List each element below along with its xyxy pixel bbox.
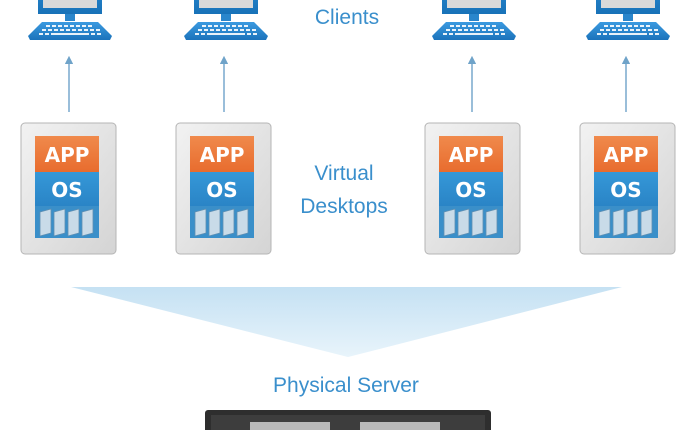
app-layer-label: APP [604,143,649,167]
file-stack-icon [438,205,504,239]
physical-server-icon [205,410,491,430]
file-stack-icon [593,205,659,239]
physical-server-label: Physical Server [273,374,419,397]
client-computer-icon [184,0,268,40]
client-computer-icon [28,0,112,40]
os-layer-label: OS [51,178,82,202]
virtual-desktops-label-line2: Desktops [300,195,388,218]
app-layer-label: APP [45,143,90,167]
virtualization-funnel [71,287,622,357]
clients-label: Clients [315,6,379,29]
os-layer-label: OS [455,178,486,202]
app-layer-label: APP [449,143,494,167]
file-stack-icon [34,205,100,239]
virtual-desktop-tile: APP OS [20,122,117,255]
client-computer-icon [586,0,670,40]
os-layer-label: OS [610,178,641,202]
file-stack-icon [189,205,255,239]
os-layer-label: OS [206,178,237,202]
client-computer-icon [432,0,516,40]
virtual-desktop-tile: APP OS [424,122,521,255]
virtual-desktops-label-line1: Virtual [314,162,373,185]
virtual-desktop-tile: APP OS [579,122,676,255]
app-layer-label: APP [200,143,245,167]
virtual-desktop-tile: APP OS [175,122,272,255]
